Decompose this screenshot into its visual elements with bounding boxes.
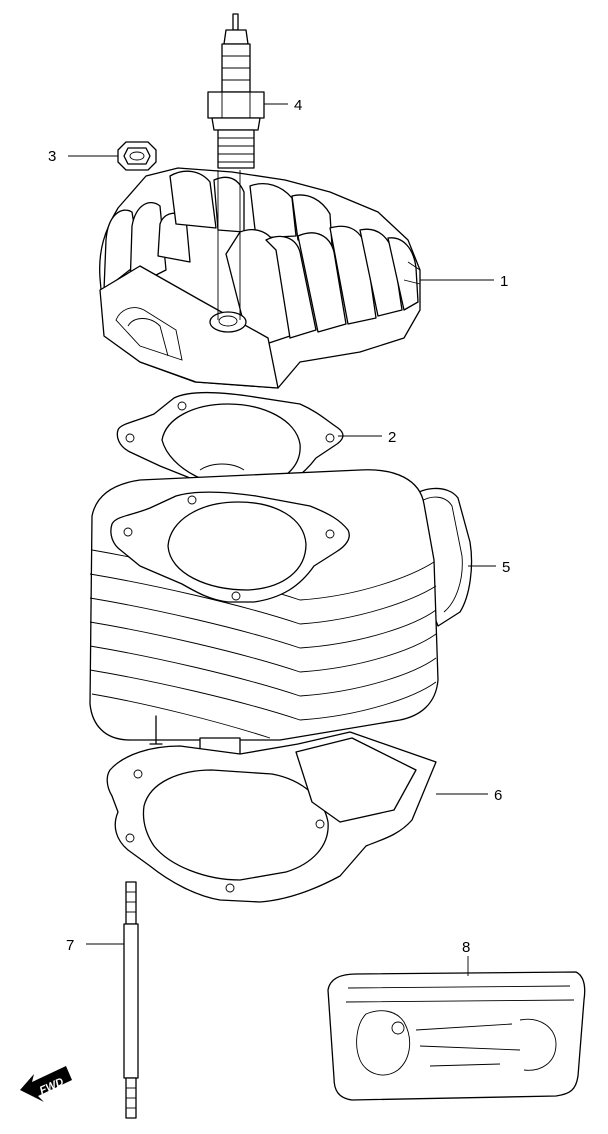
callout-4: 4 — [294, 97, 302, 114]
callout-7: 7 — [66, 937, 74, 954]
callout-1: 1 — [500, 273, 508, 290]
callout-6: 6 — [494, 787, 502, 804]
fwd-arrow-icon: FWD — [20, 1066, 72, 1102]
callout-2: 2 — [388, 429, 396, 446]
cylinder-block — [89, 469, 473, 771]
cap-nut — [117, 141, 157, 171]
callouts: 4 3 1 2 5 6 7 8 — [48, 97, 510, 956]
head-gasket — [116, 391, 344, 499]
callout-5: 5 — [502, 559, 510, 576]
stud-bolt — [123, 881, 139, 1119]
gasket-set-bag — [327, 971, 586, 1101]
base-gasket — [106, 731, 437, 903]
spark-plug — [207, 13, 265, 169]
leader-lines — [68, 103, 496, 976]
callout-3: 3 — [48, 148, 56, 165]
cylinder-head — [99, 167, 421, 389]
callout-8: 8 — [462, 939, 470, 956]
